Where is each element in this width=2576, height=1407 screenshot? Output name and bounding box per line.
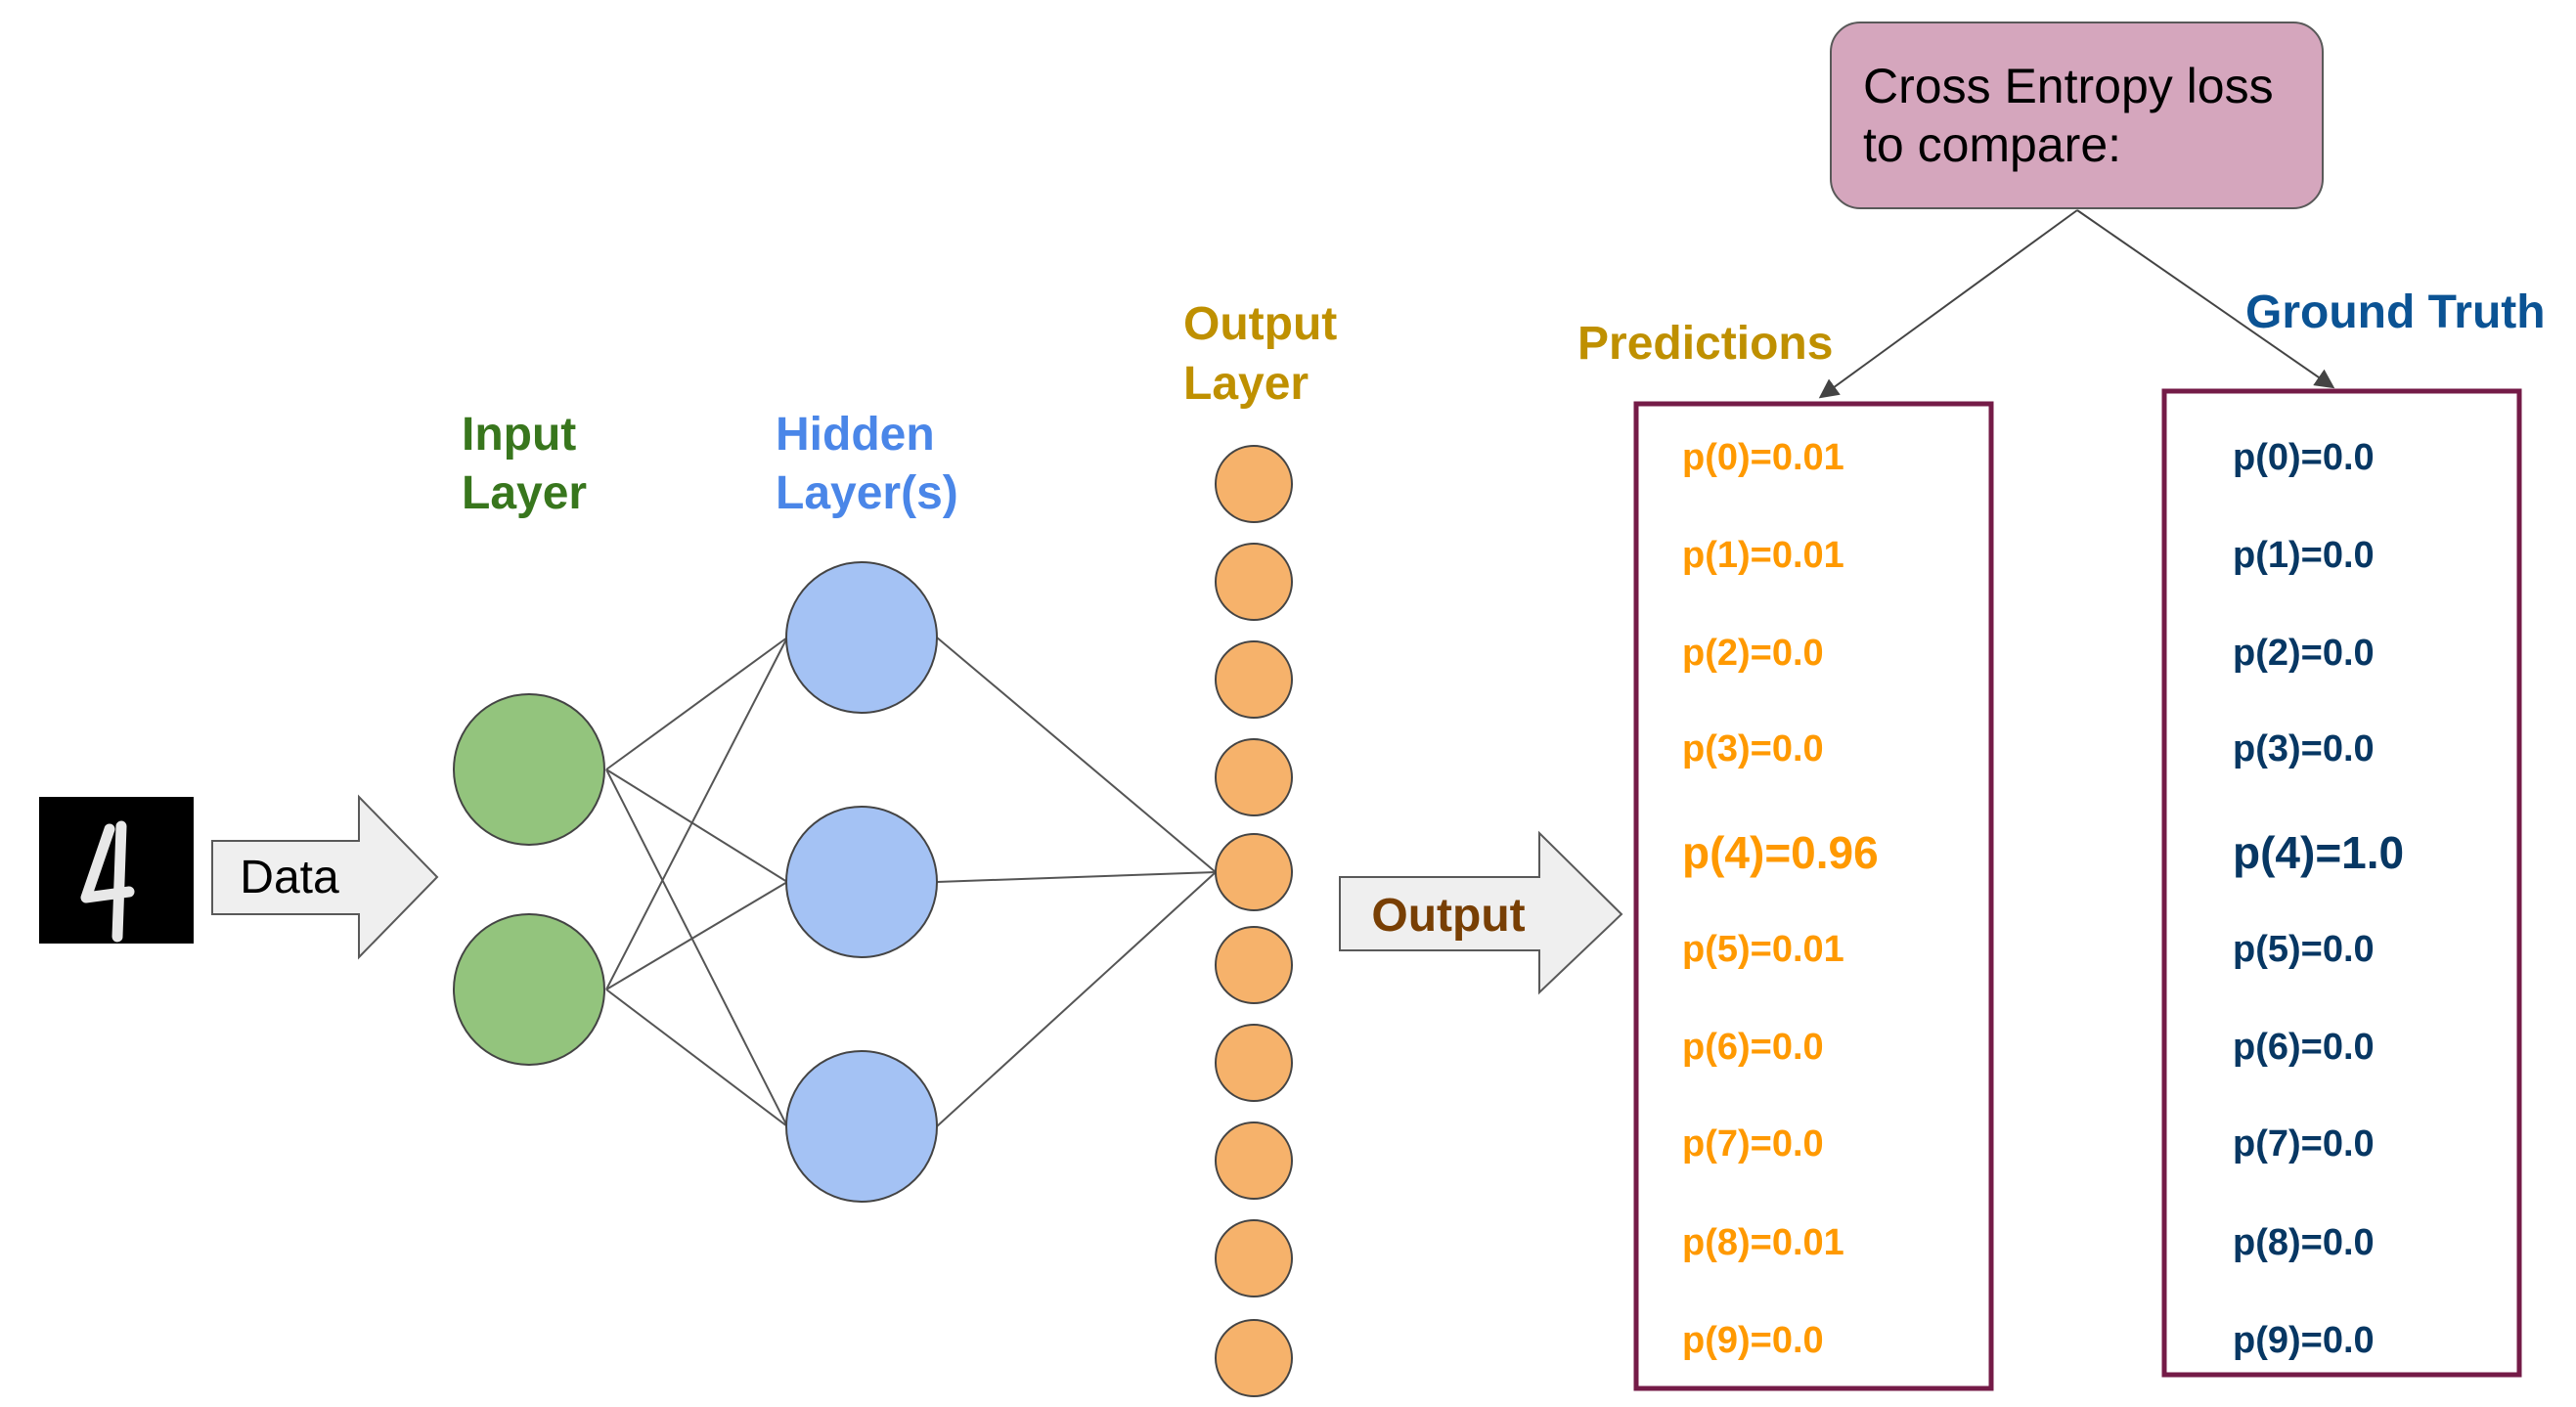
input-layer-label: Input Layer <box>462 409 587 519</box>
output-node <box>1215 1024 1293 1102</box>
ground-truth-list: p(0)=0.0 p(1)=0.0 p(2)=0.0 p(3)=0.0 p(4)=1.0… <box>2233 437 2404 1361</box>
predictions-box <box>1633 401 1994 1391</box>
prediction-item: p(7)=0.0 <box>1682 1123 1824 1165</box>
loss-box-line2: to compare: <box>1863 117 2121 172</box>
output-layer-label: Output Layer <box>1183 298 1337 410</box>
hidden-node <box>785 561 938 714</box>
ground-truth-item: p(1)=0.0 <box>2233 535 2375 576</box>
output-layer-label-line1: Output <box>1183 298 1337 350</box>
ground-truth-item: p(0)=0.0 <box>2233 437 2375 478</box>
output-node <box>1215 1319 1293 1397</box>
ground-truth-item: p(8)=0.0 <box>2233 1222 2375 1263</box>
prediction-item: p(4)=0.96 <box>1682 827 1879 878</box>
ground-truth-title: Ground Truth <box>2245 286 2546 338</box>
digit-image <box>39 797 194 944</box>
ground-truth-item: p(7)=0.0 <box>2233 1123 2375 1165</box>
input-layer-nodes <box>453 693 605 1066</box>
output-layer-nodes <box>1215 445 1293 1397</box>
input-node <box>453 693 605 846</box>
prediction-item: p(8)=0.01 <box>1682 1222 1844 1263</box>
ground-truth-item: p(5)=0.0 <box>2233 929 2375 970</box>
input-layer-label-line1: Input <box>462 409 576 461</box>
ground-truth-item: p(2)=0.0 <box>2233 633 2375 674</box>
hidden-node <box>785 806 938 958</box>
hidden-layer-label-line1: Hidden <box>776 409 935 461</box>
ground-truth-box <box>2161 388 2522 1378</box>
input-node <box>453 913 605 1066</box>
input-layer-label-line2: Layer <box>462 467 587 519</box>
output-arrow-label: Output <box>1371 890 1525 942</box>
prediction-item: p(3)=0.0 <box>1682 728 1824 769</box>
connections <box>605 637 1217 1127</box>
prediction-item: p(2)=0.0 <box>1682 633 1824 674</box>
data-arrow: Data <box>211 794 439 960</box>
output-layer-label-line2: Layer <box>1183 358 1309 410</box>
output-node <box>1215 1121 1293 1200</box>
ground-truth-item: p(9)=0.0 <box>2233 1320 2375 1361</box>
output-node <box>1215 833 1293 911</box>
output-node <box>1215 640 1293 719</box>
hidden-layer-label-line2: Layer(s) <box>776 467 958 519</box>
loss-box-line1: Cross Entropy loss <box>1863 59 2274 113</box>
output-node <box>1215 926 1293 1004</box>
output-node <box>1215 543 1293 621</box>
ground-truth-item: p(6)=0.0 <box>2233 1027 2375 1068</box>
hidden-layer-nodes <box>785 561 938 1203</box>
loss-pointer-arrows <box>1818 209 2335 399</box>
output-node <box>1215 445 1293 523</box>
prediction-item: p(9)=0.0 <box>1682 1320 1824 1361</box>
output-node <box>1215 1219 1293 1297</box>
ground-truth-item: p(4)=1.0 <box>2233 827 2404 878</box>
output-arrow: Output <box>1339 830 1623 995</box>
hidden-node <box>785 1050 938 1203</box>
cross-entropy-loss-box: Cross Entropy loss to compare: <box>1830 22 2324 209</box>
hidden-layer-label: Hidden Layer(s) <box>776 409 958 519</box>
output-node <box>1215 738 1293 816</box>
predictions-title: Predictions <box>1577 318 1833 370</box>
prediction-item: p(1)=0.01 <box>1682 535 1844 576</box>
predictions-list: p(0)=0.01 p(1)=0.01 p(2)=0.0 p(3)=0.0 p(4)=0… <box>1682 437 1879 1361</box>
prediction-item: p(5)=0.01 <box>1682 929 1844 970</box>
ground-truth-item: p(3)=0.0 <box>2233 728 2375 769</box>
prediction-item: p(6)=0.0 <box>1682 1027 1824 1068</box>
data-arrow-label: Data <box>240 852 339 903</box>
prediction-item: p(0)=0.01 <box>1682 437 1844 478</box>
